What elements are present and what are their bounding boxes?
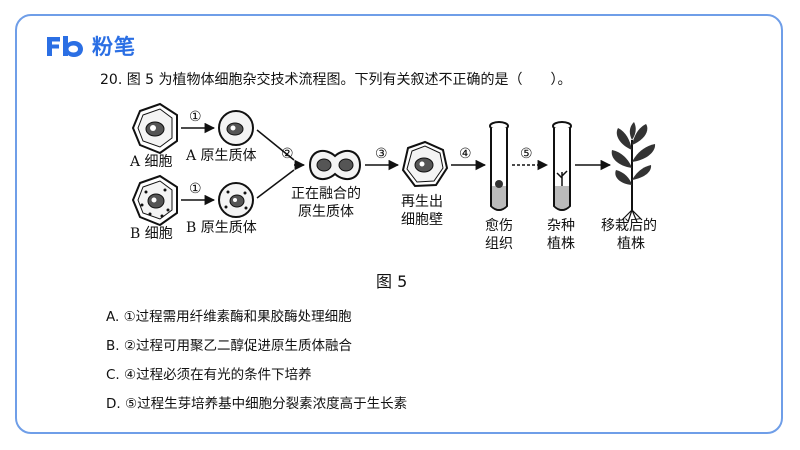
brand-name: 粉笔 xyxy=(92,35,136,59)
figure-caption: 图 5 xyxy=(376,272,408,291)
step3-label: ③ xyxy=(375,146,388,162)
arrow-step2-bottom xyxy=(256,169,295,199)
cell-b-icon xyxy=(131,174,178,227)
transplant-label-1: 移栽后的 xyxy=(601,218,657,234)
wall-label-1: 再生出 xyxy=(401,194,443,210)
step1-label-a: ① xyxy=(189,109,202,125)
hybrid-label-2: 植株 xyxy=(547,236,575,252)
cell-a-icon xyxy=(131,102,178,155)
step1-label-b: ① xyxy=(189,181,202,197)
step4-label: ④ xyxy=(459,146,472,162)
option-b[interactable]: B. ②过程可用聚乙二醇促进原生质体融合 xyxy=(106,338,352,354)
callus-label-1: 愈伤 xyxy=(485,218,513,234)
protoplast-a-label: A 原生质体 xyxy=(185,148,257,164)
callus-tube-icon xyxy=(489,121,509,211)
option-d[interactable]: D. ⑤过程生芽培养基中细胞分裂素浓度高于生长素 xyxy=(106,396,408,412)
protoplast-b-icon xyxy=(218,182,254,218)
protoplast-a-icon xyxy=(218,110,254,146)
wall-cell-icon xyxy=(401,140,449,188)
fusing-label-2: 原生质体 xyxy=(298,204,354,220)
hybrid-label-1: 杂种 xyxy=(547,218,575,234)
question-stem: 20. 图 5 为植物体细胞杂交技术流程图。下列有关叙述不正确的是（ ）。 xyxy=(100,72,572,88)
question-card xyxy=(15,14,783,434)
brand-logo: 粉笔 xyxy=(44,31,136,61)
option-c[interactable]: C. ④过程必须在有光的条件下培养 xyxy=(106,367,312,383)
step5-label: ⑤ xyxy=(520,146,533,162)
arrow-step2-top xyxy=(256,129,295,161)
transplanted-plant-icon xyxy=(611,122,656,223)
hybrid-tube-icon xyxy=(552,121,572,211)
fusing-protoplast-icon xyxy=(308,149,362,181)
cell-b-label: B 细胞 xyxy=(130,226,173,242)
step2-label: ② xyxy=(281,146,294,162)
wall-label-2: 细胞壁 xyxy=(401,212,443,228)
fusing-label-1: 正在融合的 xyxy=(291,186,361,202)
fenbi-logo-icon xyxy=(47,36,83,57)
option-a[interactable]: A. ①过程需用纤维素酶和果胶酶处理细胞 xyxy=(106,309,352,325)
protoplast-b-label: B 原生质体 xyxy=(186,220,257,236)
cell-a-label: A 细胞 xyxy=(129,154,173,170)
transplant-label-2: 植株 xyxy=(617,236,645,252)
callus-label-2: 组织 xyxy=(485,236,513,252)
